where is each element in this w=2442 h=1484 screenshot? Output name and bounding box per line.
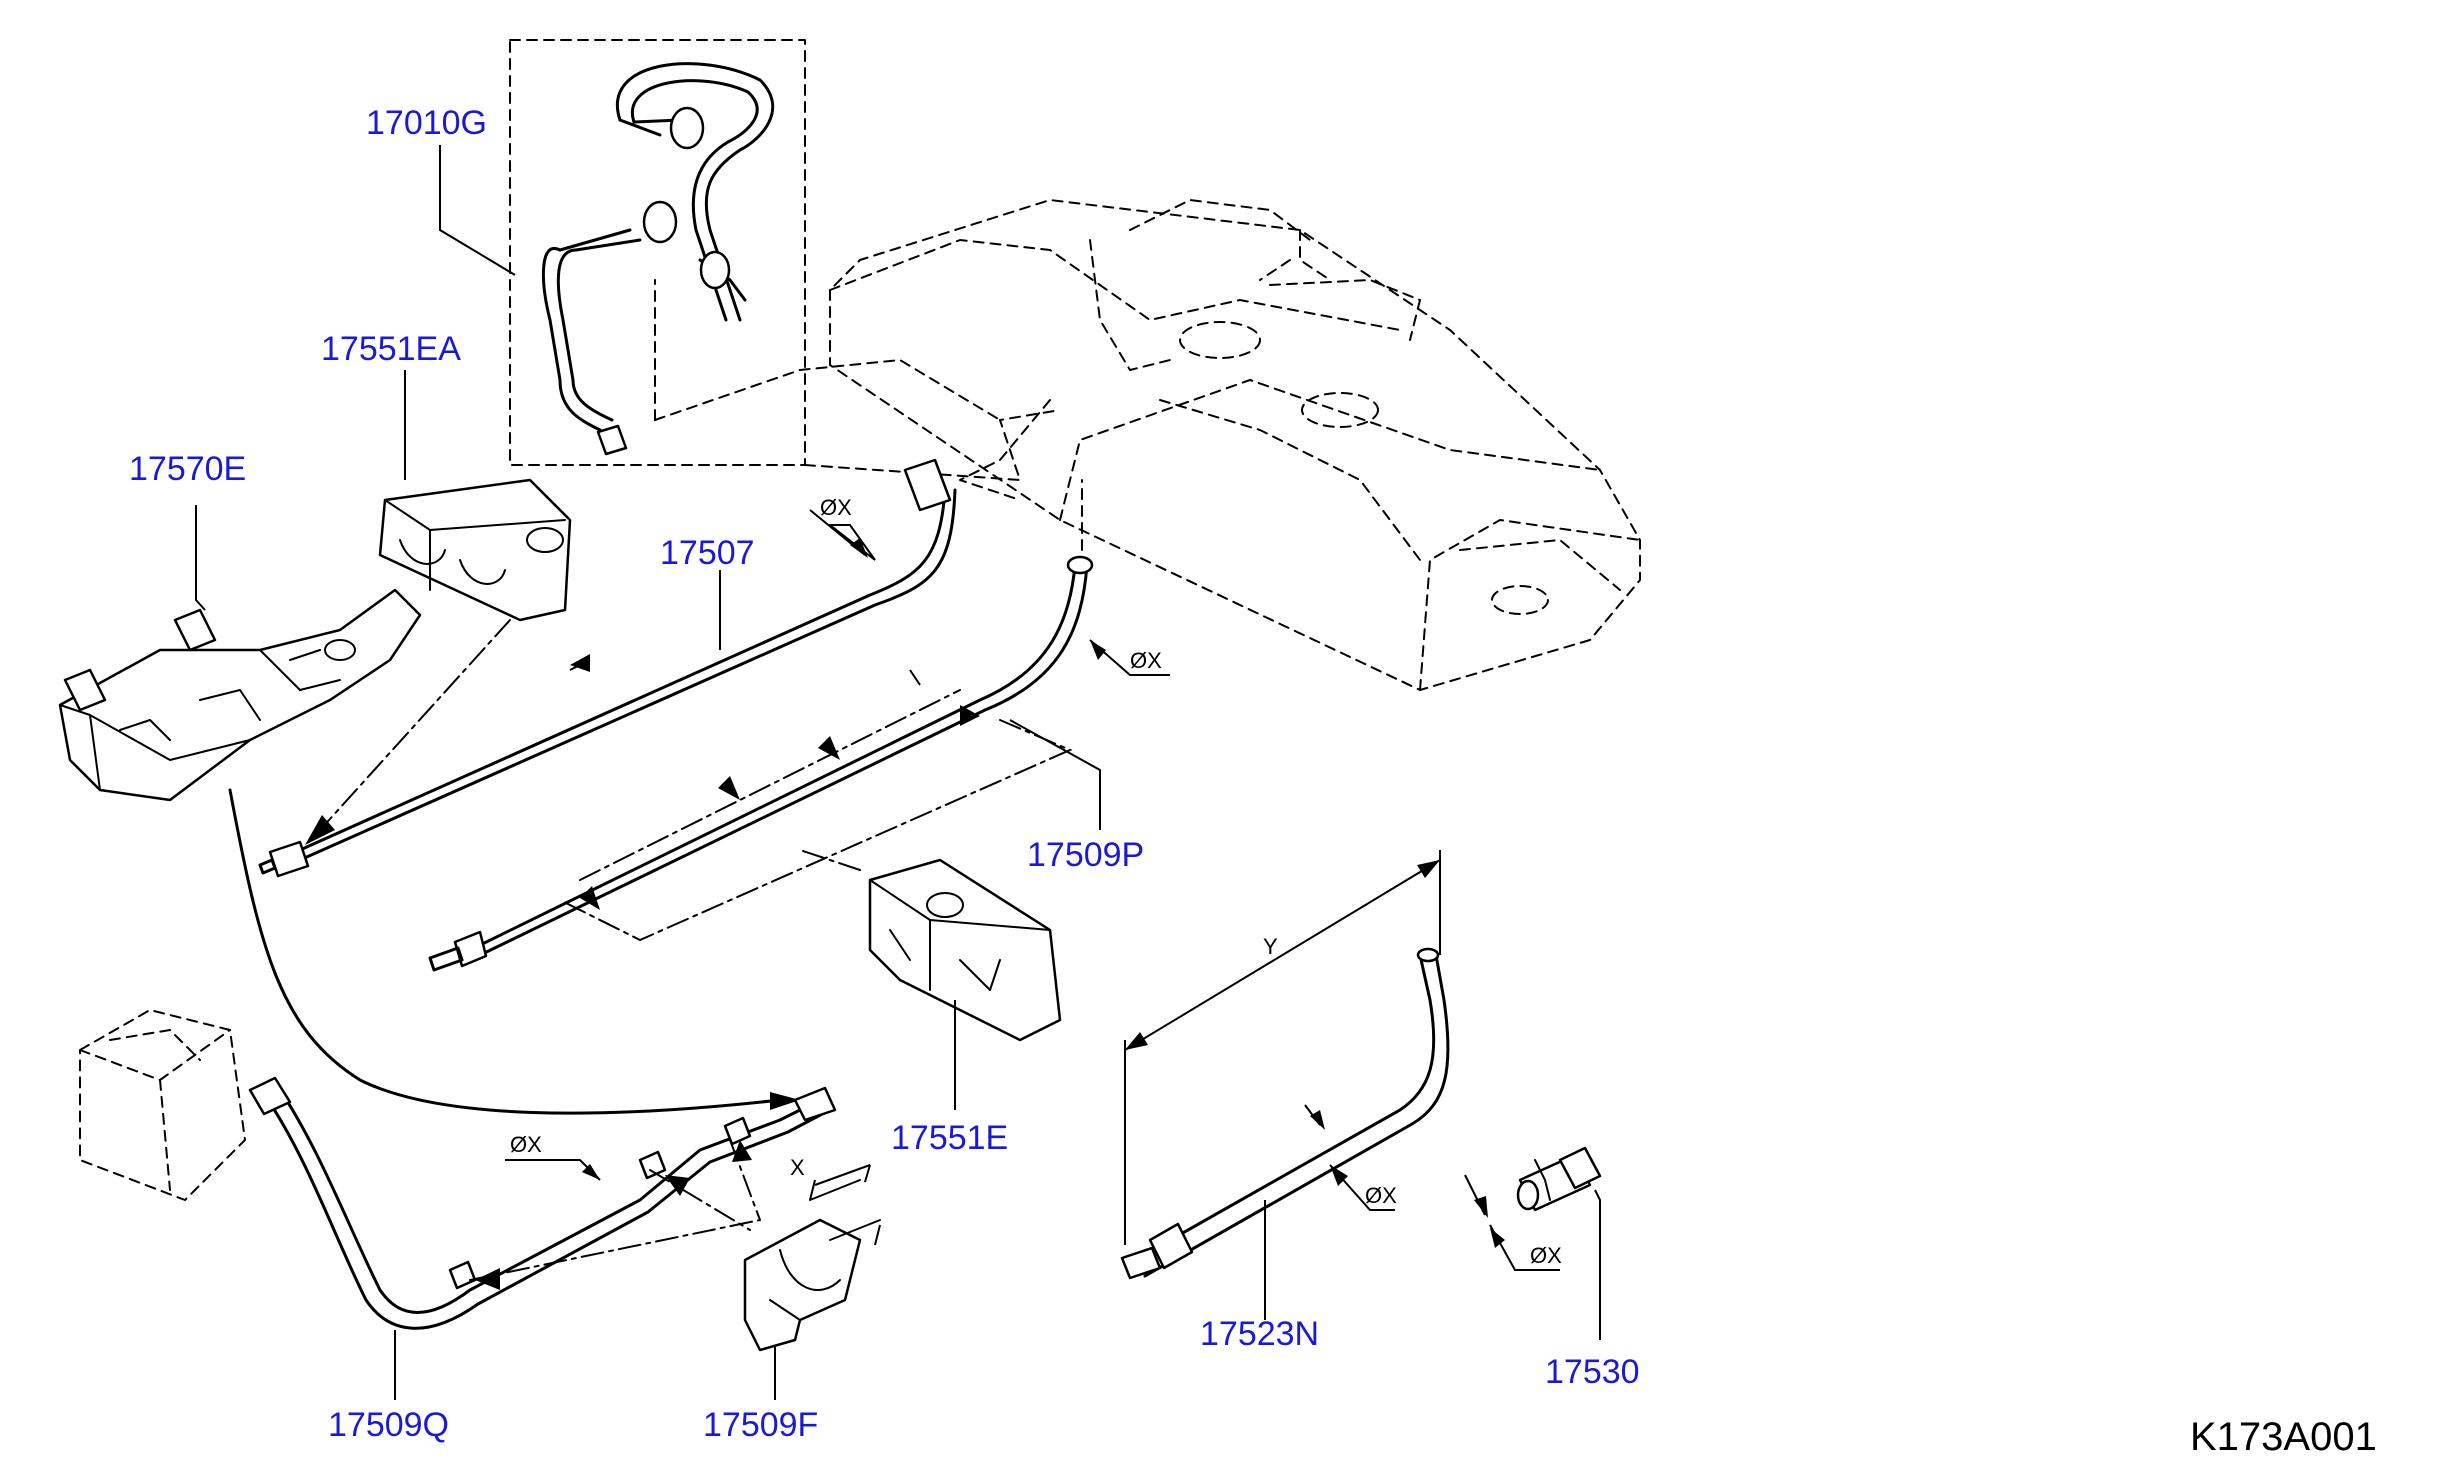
main-vent-hose	[228, 788, 782, 1115]
tube-17523N	[1120, 850, 1450, 1280]
vent-hose-assembly-17010G	[509, 39, 1061, 481]
dim-diameter-17509Q: ØX	[510, 1132, 542, 1157]
dim-diameter-17530: ØX	[1530, 1243, 1562, 1268]
tube-17509Q	[248, 1076, 837, 1330]
part-label-17010G: 17010G	[366, 104, 487, 142]
dim-leader-17507	[827, 524, 876, 561]
bracket-17570E	[58, 588, 422, 802]
dim-length-x: X	[790, 1155, 805, 1180]
fuel-tank-outline	[829, 199, 1641, 691]
part-label-17551EA: 17551EA	[321, 330, 461, 368]
hose-arrow	[770, 1092, 800, 1110]
part-label-17507: 17507	[660, 534, 755, 572]
part-label-17509Q: 17509Q	[328, 1406, 449, 1444]
part-label-17523N: 17523N	[1200, 1315, 1319, 1353]
part-label-17530: 17530	[1545, 1353, 1640, 1391]
clamp-17509F	[743, 1164, 881, 1352]
diagram-reference-code: K173A001	[2190, 1415, 2377, 1459]
dim-diameter-17523N: ØX	[1365, 1183, 1397, 1208]
dimension-annotations: ØX ØX ØX X Y ØX ØX	[505, 495, 1562, 1268]
part-label-17570E: 17570E	[129, 450, 246, 488]
clip-17551EA	[378, 478, 572, 622]
connector-17530	[1464, 1146, 1602, 1340]
dim-diameter-17507: ØX	[820, 495, 852, 520]
part-labels: 17010G 17551EA 17570E 17507 17509P 17551…	[129, 104, 1640, 1444]
tube-17507	[258, 458, 957, 878]
leader-lines	[195, 145, 1266, 1400]
canister-outline	[79, 1009, 246, 1201]
clip-17551E	[799, 849, 1062, 1042]
dim-length-y: Y	[1263, 934, 1278, 959]
tube-17509P	[428, 479, 1094, 972]
part-label-17509F: 17509F	[703, 1406, 818, 1444]
dim-diameter-17509P: ØX	[1130, 648, 1162, 673]
part-label-17509P: 17509P	[1027, 836, 1144, 874]
part-label-17551E: 17551E	[891, 1119, 1008, 1157]
